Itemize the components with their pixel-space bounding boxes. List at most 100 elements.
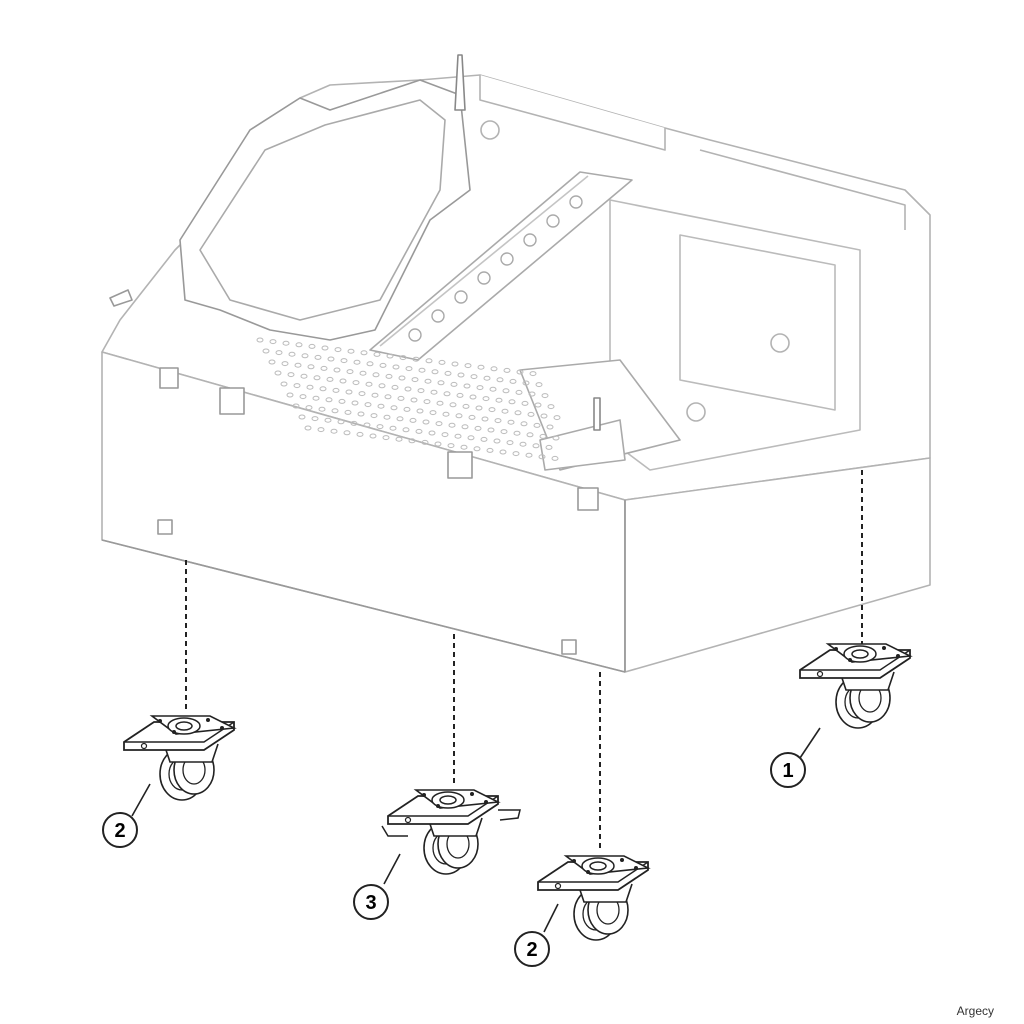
perforation-hole [532,443,540,449]
perforation-hole [514,410,522,416]
perforation-hole [408,438,416,444]
perforation-hole [483,375,491,381]
perforation-hole [545,444,553,450]
svg-text:2: 2 [114,820,125,842]
perforation-hole [442,411,450,417]
perforation-hole [499,449,507,455]
perforation-hole [305,405,313,411]
perforation-hole [487,427,495,433]
perforation-hole [282,340,290,346]
perforation-hole [398,375,406,381]
perforation-hole [306,384,314,390]
perforation-hole [509,378,517,384]
perforation-hole [324,417,332,423]
perforation-hole [405,366,413,372]
perforation-hole [508,399,516,405]
perforation-hole [410,397,418,403]
caster-2-left [123,715,235,801]
perforation-hole [287,372,295,378]
perforation-hole [522,380,530,386]
perforation-hole [538,454,546,460]
perforation-hole [553,415,561,421]
perforation-hole [281,361,289,367]
perforation-hole [540,413,548,419]
perforation-hole [357,411,365,417]
perforation-hole [396,416,404,422]
perforation-hole [294,362,302,368]
callout-2-right: 2 [514,931,550,967]
perforation-hole [312,395,320,401]
perforation-hole [415,428,423,434]
perforation-hole [495,397,503,403]
watermark-text: Argecy [956,1004,994,1018]
perforation-hole [346,369,354,375]
perforation-hole [373,351,381,357]
perforation-hole [494,418,502,424]
perforation-hole [359,370,367,376]
perforation-hole [455,413,463,419]
perforation-hole [493,438,501,444]
perforation-hole [457,372,465,378]
perforation-hole [421,439,429,445]
perforation-hole [429,410,437,416]
perforation-hole [262,348,270,354]
perforation-hole [462,403,470,409]
perforation-hole [447,443,455,449]
perforation-hole [506,440,514,446]
perforation-hole [404,386,412,392]
perforation-hole [417,388,425,394]
perforation-hole [326,376,334,382]
perforation-hole [344,409,352,415]
perforation-hole [480,436,488,442]
perforation-hole [438,359,446,365]
perforation-hole [534,402,542,408]
perforation-hole [298,414,306,420]
perforation-hole [535,382,543,388]
caster-3 [381,789,521,875]
perforation-hole [275,350,283,356]
perforation-hole [463,383,471,389]
perforation-hole [256,337,264,343]
perforation-hole [347,348,355,354]
perforation-hole [409,417,417,423]
perforation-hole [366,361,374,367]
perforation-hole [392,364,400,370]
perforation-hole [541,393,549,399]
perforation-hole [496,377,504,383]
perforation-hole [385,373,393,379]
perforation-hole [325,397,333,403]
perforation-hole [399,355,407,361]
perforation-hole [444,370,452,376]
perforation-hole [386,353,394,359]
perforation-hole [436,400,444,406]
perforation-hole [490,366,498,372]
perforation-hole [268,359,276,365]
perforation-hole [521,400,529,406]
perforation-hole [422,419,430,425]
perforation-hole [350,420,358,426]
perforation-hole [288,351,296,357]
perforation-hole [423,399,431,405]
perforation-hole [301,353,309,359]
perforation-hole [529,371,537,377]
perforation-hole [358,391,366,397]
perforation-hole [474,425,482,431]
perforation-hole [370,413,378,419]
perforation-hole [424,378,432,384]
perforation-hole [430,389,438,395]
perforation-hole [482,396,490,402]
perforation-hole [467,435,475,441]
perforation-hole [512,451,520,457]
perforation-hole [526,432,534,438]
perforation-hole [280,381,288,387]
perforation-hole [470,374,478,380]
perforation-hole [379,362,387,368]
perforation-hole [476,385,484,391]
perforation-hole [311,416,319,422]
perforation-hole [390,405,398,411]
perforation-hole [353,359,361,365]
perforation-hole [286,392,294,398]
callout-3: 3 [353,884,389,920]
